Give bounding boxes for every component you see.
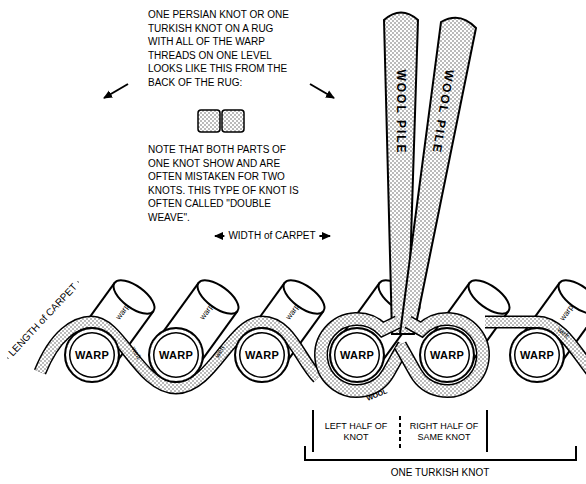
node-label: WARP — [520, 349, 554, 361]
bracket-label: ONE TURKISH KNOT — [391, 467, 490, 479]
pile-label: WOOL PILE — [394, 69, 408, 154]
node-label: WARP — [430, 349, 464, 361]
warp-circle: WARP — [148, 327, 204, 383]
weft-strand — [40, 322, 586, 388]
warp-circle: WARP — [234, 327, 290, 383]
node-label: WARP — [340, 349, 374, 361]
node-label: WARP — [245, 349, 279, 361]
warp-circle: WARP — [419, 327, 475, 383]
knot-bracket — [305, 410, 576, 460]
dimension-label: WIDTH of CARPET — [224, 230, 319, 242]
node-label: WARP — [159, 349, 193, 361]
wool-pile-strand — [384, 13, 476, 335]
note-text: NOTE THAT BOTH PARTS OF ONE KNOT SHOW AN… — [148, 143, 300, 224]
bracket-label: RIGHT HALF OF SAME KNOT — [403, 421, 485, 443]
note-text: ONE PERSIAN KNOT OR ONE TURKISH KNOT ON … — [148, 8, 290, 89]
bracket-label: LEFT HALF OF KNOT — [319, 421, 393, 443]
warp-circle: WARP — [329, 327, 385, 383]
node-label: WARP — [75, 349, 109, 361]
knot-back-sample — [198, 110, 244, 132]
warp-circle: WARP — [509, 327, 565, 383]
knot-loop — [321, 319, 483, 391]
warp-circle: WARP — [64, 327, 120, 383]
